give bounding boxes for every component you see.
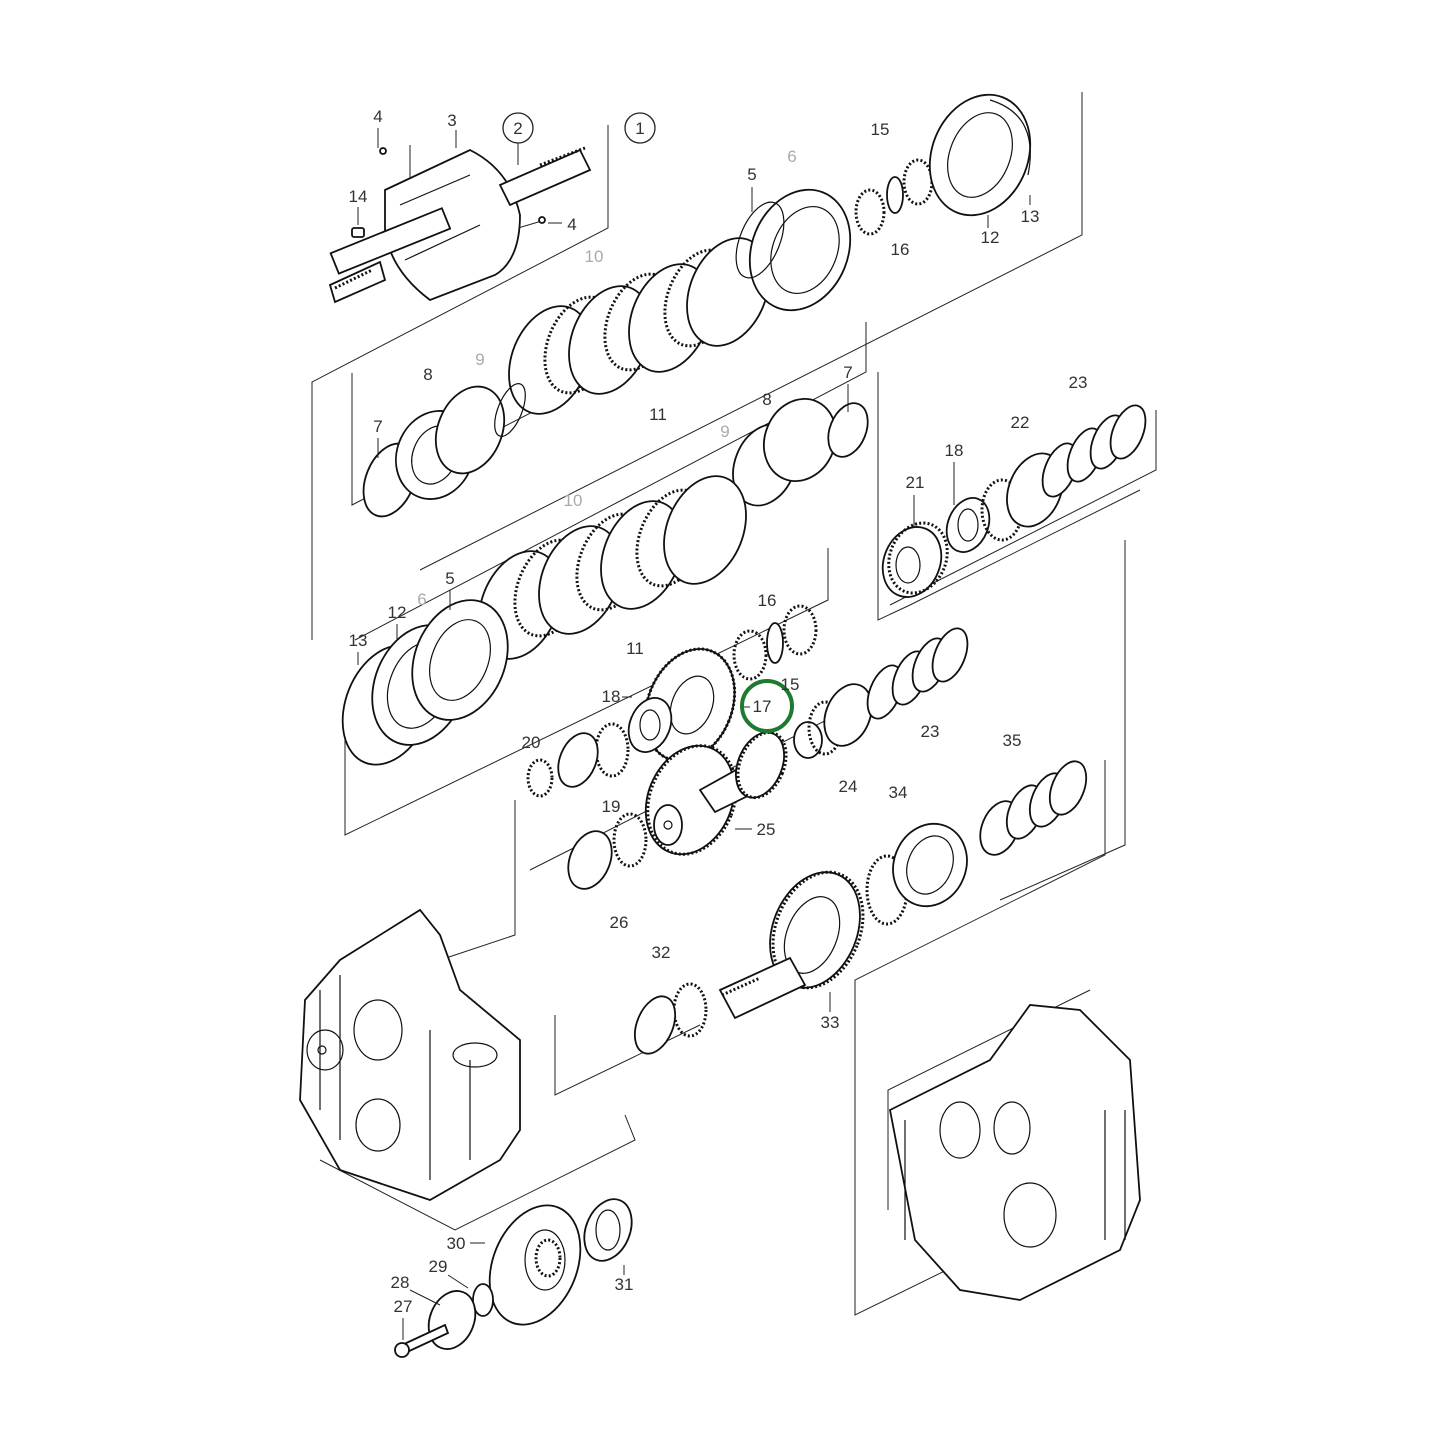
part-label-6: 6 xyxy=(417,590,426,609)
part-label-12: 12 xyxy=(388,603,407,622)
part-label-34: 34 xyxy=(889,783,908,802)
rear-housing xyxy=(888,1004,1141,1301)
assembly-ref-2: 2 xyxy=(502,112,534,144)
part-label-13: 13 xyxy=(349,631,368,650)
part-label-27: 27 xyxy=(394,1297,413,1316)
part-label-22: 22 xyxy=(1011,413,1030,432)
part-label-3: 3 xyxy=(447,111,456,130)
part-label-32: 32 xyxy=(652,943,671,962)
part-label-5: 5 xyxy=(445,569,454,588)
part-label-20: 20 xyxy=(522,733,541,752)
part-label-24: 24 xyxy=(839,777,858,796)
part-label-23: 23 xyxy=(921,722,940,741)
part-label-8: 8 xyxy=(423,365,432,384)
part-label-23: 23 xyxy=(1069,373,1088,392)
part-label-13: 13 xyxy=(1021,207,1040,226)
part-label-7: 7 xyxy=(843,363,852,382)
part-label-12: 12 xyxy=(981,228,1000,247)
part-label-28: 28 xyxy=(391,1273,410,1292)
part-label-15: 15 xyxy=(871,120,890,139)
part-17-highlight-ring[interactable] xyxy=(740,679,794,733)
upper-right-gear-group xyxy=(881,404,1147,598)
part-label-9: 9 xyxy=(720,422,729,441)
part-label-9: 9 xyxy=(475,350,484,369)
part-label-33: 33 xyxy=(821,1013,840,1032)
part-label-25: 25 xyxy=(757,820,776,839)
part-label-8: 8 xyxy=(762,390,771,409)
lower-piston-group xyxy=(341,599,509,766)
part-label-7: 7 xyxy=(373,417,382,436)
part-label-29: 29 xyxy=(429,1257,448,1276)
part-label-11: 11 xyxy=(649,405,667,424)
part-label-21: 21 xyxy=(906,473,925,492)
part-label-18: 18 xyxy=(602,687,621,706)
part-label-10: 10 xyxy=(585,247,604,266)
lower-clutch-pack xyxy=(478,475,747,660)
part-label-4: 4 xyxy=(567,215,576,234)
part-label-5: 5 xyxy=(747,165,756,184)
part-label-16: 16 xyxy=(758,591,777,610)
upper-piston-group xyxy=(735,93,1032,312)
drum-shaft-assembly xyxy=(328,146,592,304)
part-label-30: 30 xyxy=(447,1234,466,1253)
middle-gear-group xyxy=(526,604,969,890)
output-flange-group xyxy=(394,1198,633,1358)
part-label-17[interactable]: 17 xyxy=(753,697,772,716)
part-label-10: 10 xyxy=(564,491,583,510)
part-label-31: 31 xyxy=(615,1275,634,1294)
part-label-14: 14 xyxy=(349,187,368,206)
upper-clutch-pack xyxy=(508,237,770,415)
part-label-15: 15 xyxy=(781,675,800,694)
part-label-35: 35 xyxy=(1003,731,1022,750)
part-label-4: 4 xyxy=(373,107,382,126)
part-label-6: 6 xyxy=(787,147,796,166)
part-label-26: 26 xyxy=(610,913,629,932)
output-shaft-group xyxy=(633,760,1088,1055)
part-label-16: 16 xyxy=(891,240,910,259)
leader-lines xyxy=(357,128,1031,1340)
part-label-18: 18 xyxy=(945,441,964,460)
part-label-11: 11 xyxy=(626,639,644,658)
assembly-ref-1: 1 xyxy=(624,112,656,144)
svg-text:1: 1 xyxy=(635,119,644,138)
front-housing xyxy=(299,908,521,1201)
part-label-19: 19 xyxy=(602,797,621,816)
svg-text:2: 2 xyxy=(513,119,522,138)
upper-left-piston-group xyxy=(362,383,869,518)
